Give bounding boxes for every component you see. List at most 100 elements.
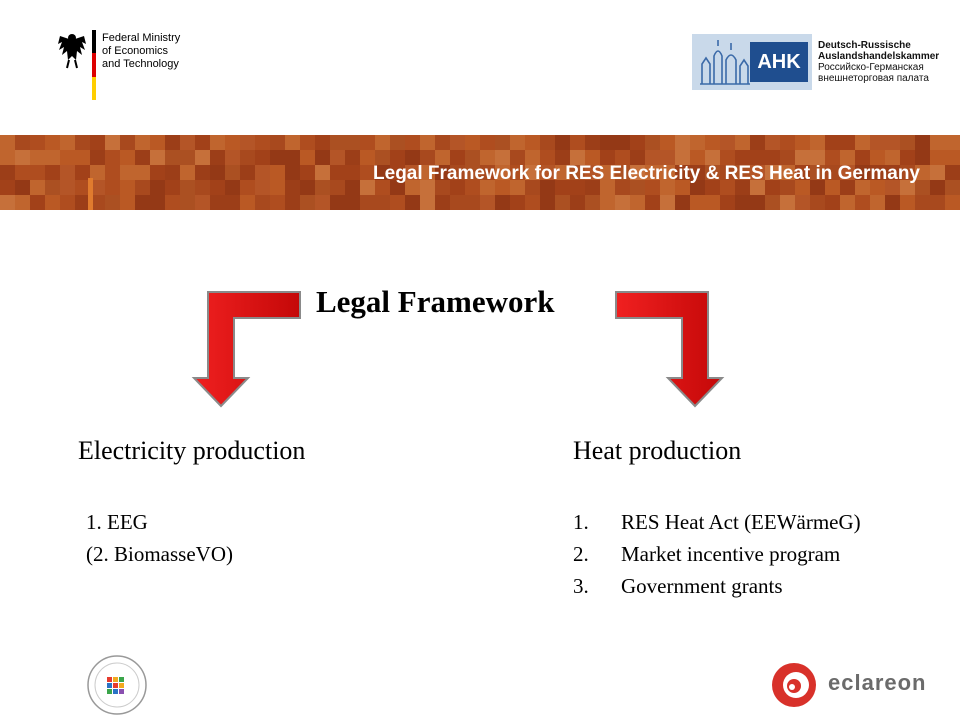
mosaic-tile <box>705 150 720 165</box>
mosaic-tile <box>885 165 900 180</box>
mosaic-tile <box>510 165 525 180</box>
mosaic-tile <box>525 165 540 180</box>
mosaic-tile <box>285 135 300 150</box>
mosaic-tile <box>75 150 90 165</box>
mosaic-tile <box>120 195 135 210</box>
mosaic-tile <box>270 180 285 195</box>
heat-list: 1. RES Heat Act (EEWärmeG) 2. Market inc… <box>573 506 861 602</box>
mosaic-tile <box>750 135 765 150</box>
mosaic-tile <box>825 165 840 180</box>
mosaic-tile <box>345 195 360 210</box>
mosaic-tile <box>525 180 540 195</box>
mosaic-tile <box>345 165 360 180</box>
mosaic-tile <box>885 195 900 210</box>
mosaic-tile <box>480 165 495 180</box>
mosaic-tile <box>270 195 285 210</box>
mosaic-tile <box>795 135 810 150</box>
mosaic-tile <box>465 135 480 150</box>
mosaic-tile <box>90 165 105 180</box>
mosaic-tile <box>945 180 960 195</box>
mosaic-shade <box>0 135 960 210</box>
list-text: Government grants <box>621 574 783 598</box>
mosaic-tile <box>795 165 810 180</box>
mosaic-tile <box>690 165 705 180</box>
mosaic-tile <box>30 165 45 180</box>
mosaic-tile <box>240 165 255 180</box>
mosaic-tile <box>615 150 630 165</box>
mosaic-tile <box>360 135 375 150</box>
mosaic-tile <box>405 165 420 180</box>
mosaic-tile <box>645 135 660 150</box>
left-arrow-icon <box>191 291 301 408</box>
mosaic-tile <box>435 165 450 180</box>
mosaic-tile <box>330 150 345 165</box>
mosaic-tile <box>510 180 525 195</box>
mosaic-tile <box>90 135 105 150</box>
mosaic-tile <box>45 165 60 180</box>
mosaic-tile <box>225 180 240 195</box>
mosaic-tile <box>375 150 390 165</box>
mosaic-tile <box>210 180 225 195</box>
mosaic-tile <box>930 180 945 195</box>
mosaic-tile <box>780 180 795 195</box>
mosaic-tile <box>765 150 780 165</box>
list-number: 1. <box>573 510 589 534</box>
mosaic-tile <box>555 165 570 180</box>
mosaic-tile <box>915 165 930 180</box>
mosaic-tile <box>900 135 915 150</box>
mosaic-tile <box>675 180 690 195</box>
mosaic-tile <box>300 165 315 180</box>
mosaic-tile <box>30 135 45 150</box>
mosaic-tile <box>135 135 150 150</box>
mosaic-tile <box>105 165 120 180</box>
mosaic-tile <box>255 150 270 165</box>
mosaic-tile <box>45 150 60 165</box>
kremlin-icon <box>700 40 750 85</box>
mosaic-tile <box>660 165 675 180</box>
mosaic-tile <box>300 195 315 210</box>
ahk-badge: AHK <box>750 42 808 82</box>
mosaic-tile <box>450 150 465 165</box>
mosaic-tile <box>180 165 195 180</box>
mosaic-tile <box>60 135 75 150</box>
mosaic-tile <box>810 165 825 180</box>
mosaic-tile <box>105 150 120 165</box>
list-item: 3. Government grants <box>573 570 861 602</box>
ahk-chamber-name: Deutsch-Russische Auslandshandelskammer … <box>818 40 940 84</box>
mosaic-tile <box>720 180 735 195</box>
mosaic-tile <box>390 150 405 165</box>
electricity-list: 1. EEG (2. BiomasseVO) <box>86 506 233 570</box>
mosaic-tile <box>180 150 195 165</box>
mosaic-tile <box>75 135 90 150</box>
mosaic-tile <box>885 150 900 165</box>
mosaic-tile <box>750 180 765 195</box>
mosaic-tile <box>75 195 90 210</box>
mosaic-tile <box>540 150 555 165</box>
mosaic-tile <box>645 195 660 210</box>
mosaic-tile <box>420 195 435 210</box>
mosaic-tile <box>0 195 15 210</box>
mosaic-tile <box>255 195 270 210</box>
mosaic-tile <box>240 180 255 195</box>
mosaic-tile <box>585 165 600 180</box>
mosaic-tile <box>720 195 735 210</box>
mosaic-tile <box>420 165 435 180</box>
mosaic-tile <box>735 165 750 180</box>
mosaic-tile <box>345 180 360 195</box>
mosaic-tile <box>780 150 795 165</box>
mosaic-tile <box>390 135 405 150</box>
mosaic-tile <box>705 165 720 180</box>
mosaic-tile <box>690 195 705 210</box>
mosaic-tile <box>150 150 165 165</box>
mosaic-tile <box>465 195 480 210</box>
mosaic-tile <box>420 135 435 150</box>
mosaic-tile <box>135 150 150 165</box>
mosaic-tile <box>195 165 210 180</box>
mosaic-tile <box>600 180 615 195</box>
mosaic-tile <box>450 135 465 150</box>
mosaic-tile <box>390 195 405 210</box>
mosaic-tile <box>120 165 135 180</box>
mosaic-tile <box>570 165 585 180</box>
mosaic-tile <box>540 195 555 210</box>
mosaic-tile <box>210 195 225 210</box>
